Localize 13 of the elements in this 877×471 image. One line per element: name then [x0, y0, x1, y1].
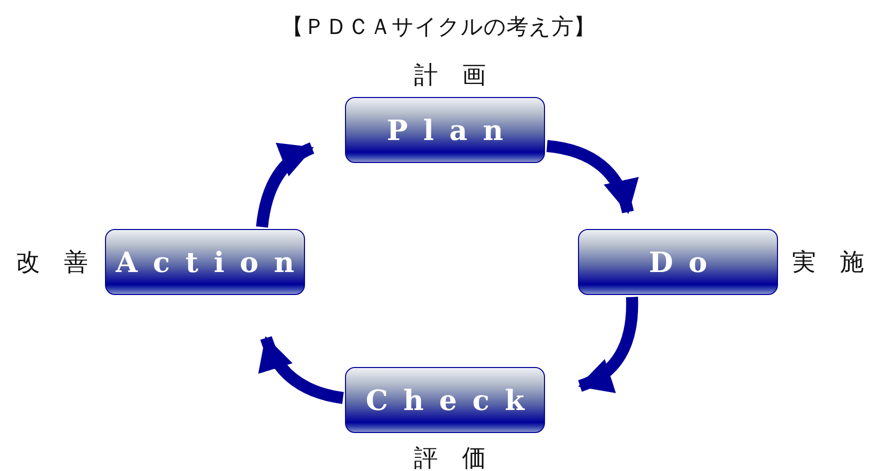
cycle-arrow: [546, 140, 638, 214]
process-box: Action: [105, 229, 305, 295]
cycle-arrow: [256, 142, 314, 228]
process-box: Do: [578, 229, 778, 295]
cycle-arrow: [260, 336, 344, 404]
step-label: 実 施: [792, 247, 864, 278]
process-box: Plan: [345, 97, 545, 163]
title: 【ＰＤＣＡサイクルの考え方】: [280, 14, 596, 42]
cycle-arrow: [578, 296, 638, 392]
step-label: 計 画: [414, 60, 486, 91]
process-box: Check: [345, 367, 545, 433]
step-label: 改 善: [16, 247, 88, 278]
step-label: 評 価: [414, 443, 486, 471]
